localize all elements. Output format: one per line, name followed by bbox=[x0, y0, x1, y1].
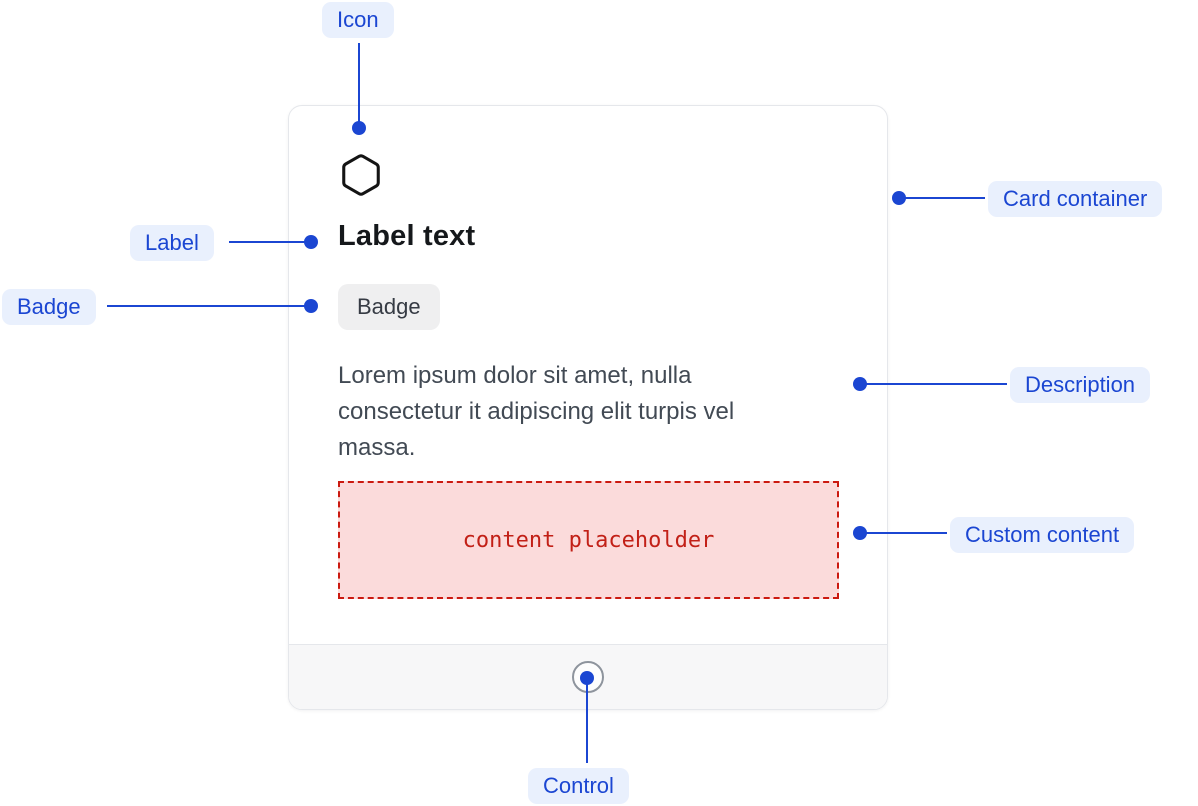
icon-connector-line bbox=[358, 43, 360, 128]
badge: Badge bbox=[338, 284, 440, 330]
card-description: Lorem ipsum dolor sit amet, nulla consec… bbox=[338, 358, 734, 466]
label-connector-line bbox=[229, 241, 311, 243]
custom-content-placeholder: content placeholder bbox=[338, 481, 839, 599]
placeholder-label: content placeholder bbox=[462, 527, 715, 553]
badge-connector-line bbox=[107, 305, 311, 307]
description-line: consectetur it adipiscing elit turpis ve… bbox=[338, 398, 735, 425]
card-container-connector-line bbox=[901, 197, 985, 199]
annotation-icon: Icon bbox=[322, 2, 394, 38]
control-connector-dot bbox=[580, 671, 594, 685]
card-container-connector-dot bbox=[892, 191, 906, 205]
hexagon-icon bbox=[338, 152, 384, 198]
annotation-description: Description bbox=[1010, 367, 1151, 403]
control-connector-line bbox=[586, 683, 588, 763]
annotation-label: Label bbox=[130, 225, 214, 261]
badge-label: Badge bbox=[357, 294, 421, 319]
card-container: Label text Badge Lorem ipsum dolor sit a… bbox=[288, 105, 888, 710]
description-line: Lorem ipsum dolor sit amet, nulla bbox=[338, 362, 692, 389]
badge-connector-dot bbox=[304, 299, 318, 313]
custom-content-connector-dot bbox=[853, 526, 867, 540]
card-label-text: Label text bbox=[338, 220, 476, 252]
annotation-card-container: Card container bbox=[988, 181, 1163, 217]
description-connector-line bbox=[862, 383, 1007, 385]
annotation-custom-content: Custom content bbox=[950, 517, 1135, 553]
annotation-control: Control bbox=[528, 768, 629, 804]
description-connector-dot bbox=[853, 377, 867, 391]
icon-connector-dot bbox=[352, 121, 366, 135]
annotation-badge: Badge bbox=[2, 289, 96, 325]
description-line: massa. bbox=[338, 434, 416, 461]
control-button[interactable] bbox=[572, 661, 604, 693]
custom-content-connector-line bbox=[862, 532, 947, 534]
label-connector-dot bbox=[304, 235, 318, 249]
